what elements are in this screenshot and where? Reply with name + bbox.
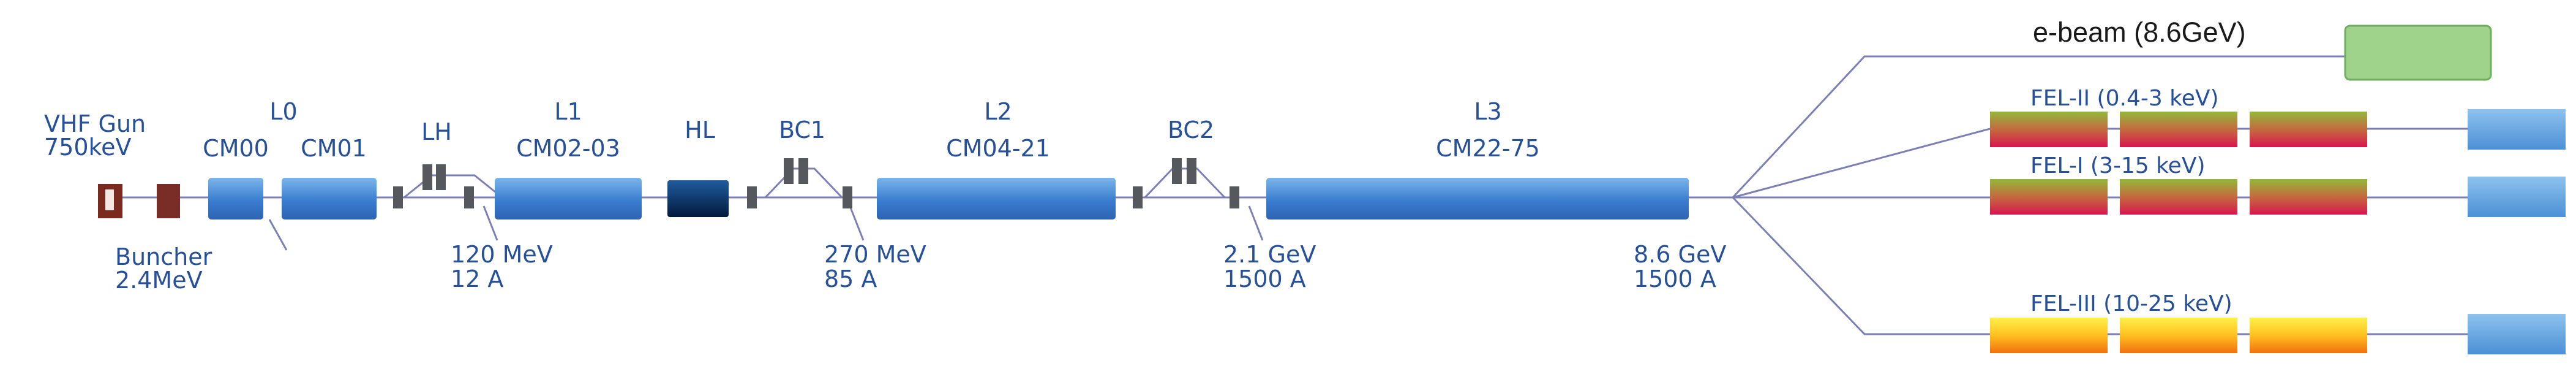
bc2-label: BC2 (1168, 116, 1214, 143)
fel2-label: FEL-II (0.4-3 keV) (2030, 86, 2219, 111)
l2-modules-label: CM04-21 (946, 135, 1050, 162)
l0-label: L0 (269, 98, 297, 125)
fel3-endstation (2468, 314, 2566, 354)
beam-energy-3: 2.1 GeV (1223, 241, 1316, 268)
cm01-cryomodule (282, 178, 377, 219)
beam-energy-1: 120 MeV (451, 241, 553, 268)
ebeam-label: e-beam (8.6GeV) (2033, 17, 2246, 48)
l3-modules-label: CM22-75 (1436, 135, 1540, 162)
hl-label: HL (685, 116, 715, 143)
ebeam-dump (2344, 25, 2492, 81)
vhf-gun-energy: 750keV (44, 134, 132, 161)
magnets (393, 158, 1239, 208)
fel3-label: FEL-III (10-25 keV) (2030, 291, 2232, 316)
l3-cryomodules (1266, 178, 1689, 219)
cm00-cryomodule (208, 178, 263, 219)
l1-cryomodules (495, 178, 642, 219)
buncher-energy: 2.4MeV (115, 267, 203, 294)
beam-current-2: 85 A (824, 265, 877, 292)
hl-section (667, 180, 729, 217)
fel3-undulators (1990, 318, 2367, 353)
fel2-endstation (2468, 109, 2566, 150)
beam-current-3: 1500 A (1223, 265, 1306, 292)
beam-energy-4: 8.6 GeV (1634, 241, 1726, 268)
fel1-endstation (2468, 177, 2566, 217)
buncher-label: Buncher (115, 243, 212, 270)
fel2-undulators (1990, 112, 2367, 147)
beam-current-1: 12 A (451, 265, 503, 292)
buncher-cavity (157, 184, 180, 218)
vhf-gun (98, 184, 122, 218)
beam-energy-2: 270 MeV (824, 241, 926, 268)
cm00-label: CM00 (203, 135, 269, 162)
vhf-gun-label: VHF Gun (44, 110, 146, 137)
l3-label: L3 (1474, 98, 1501, 125)
beam-current-4: 1500 A (1634, 265, 1716, 292)
l2-label: L2 (984, 98, 1012, 125)
l1-label: L1 (554, 98, 582, 125)
l1-modules-label: CM02-03 (516, 135, 620, 162)
l2-cryomodules (877, 178, 1116, 219)
bc1-label: BC1 (779, 116, 825, 143)
fel1-undulators (1990, 179, 2367, 215)
cm01-label: CM01 (301, 135, 367, 162)
fel1-label: FEL-I (3-15 keV) (2030, 153, 2206, 178)
lh-label: LH (421, 118, 452, 145)
